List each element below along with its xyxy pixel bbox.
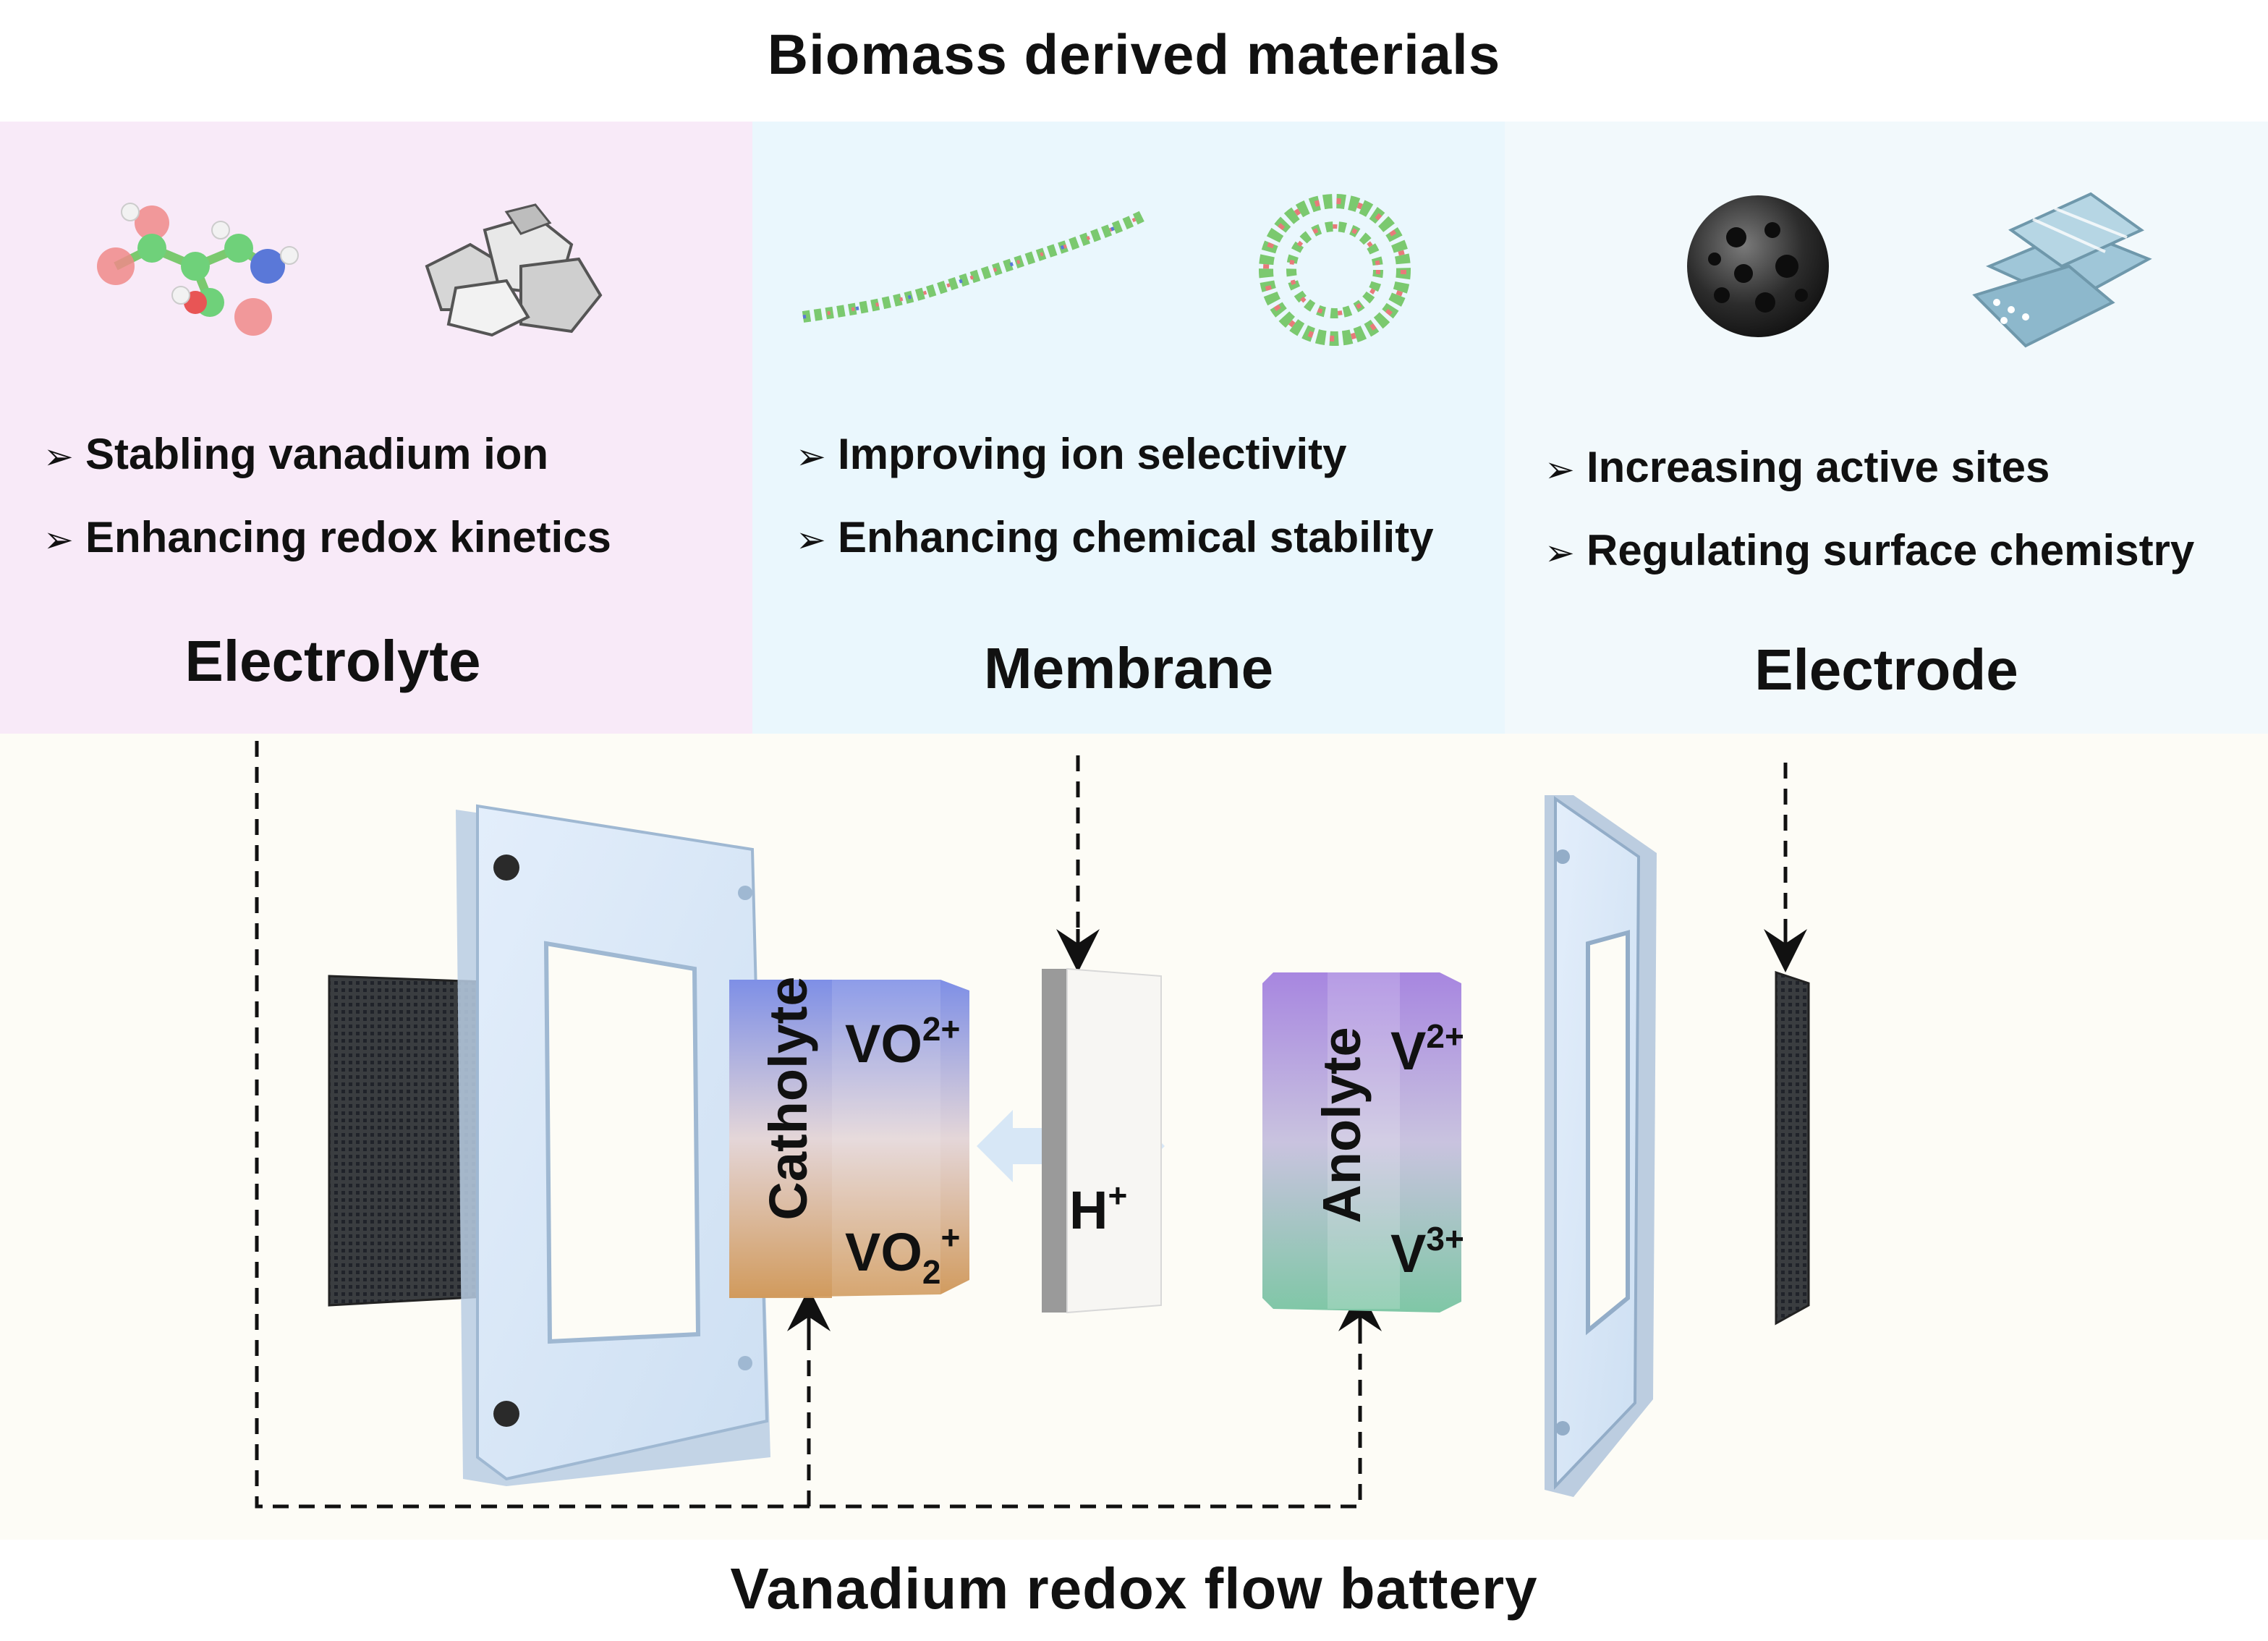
membrane-sheet	[1042, 967, 1162, 1314]
carbon-cloth-icon	[1972, 192, 2152, 348]
right-frame	[1545, 795, 1657, 1497]
v3plus-label: V3+	[1390, 1220, 1464, 1284]
electrode-panel: ➢Increasing active sites ➢Regulating sur…	[1505, 122, 2268, 734]
membrane-panel: ➢Improving ion selectivity ➢Enhancing ch…	[752, 122, 1505, 734]
cyclodextrin-ring-icon	[1259, 194, 1411, 346]
bullet-item: ➢Enhancing chemical stability	[796, 513, 1434, 561]
electrode-bullets: ➢Increasing active sites ➢Regulating sur…	[1545, 443, 2268, 574]
right-electrode-mesh	[1775, 970, 1810, 1326]
bullet-item: ➢Regulating surface chemistry	[1545, 526, 2195, 574]
electrolyte-heading: Electrolyte	[184, 629, 481, 693]
bullet-item: ➢Enhancing redox kinetics	[43, 513, 611, 561]
catholyte-label: Catholyte	[758, 976, 818, 1221]
flow-lines	[255, 741, 1362, 1509]
anolyte-label: Anolyte	[1312, 1027, 1372, 1224]
electrolyte-bullets: ➢Stabling vanadium ion ➢Enhancing redox …	[43, 430, 738, 561]
bullet-arrow-icon: ➢	[1545, 449, 1575, 490]
membrane-bullets: ➢Improving ion selectivity ➢Enhancing ch…	[796, 430, 1505, 561]
battery-diagram	[255, 741, 1810, 1509]
v2plus-label: V2+	[1390, 1017, 1464, 1081]
catholyte-block	[729, 980, 969, 1298]
membrane-heading: Membrane	[983, 636, 1274, 700]
anolyte-block	[1262, 972, 1461, 1313]
proton-label: H+	[1069, 1176, 1128, 1240]
bullet-arrow-icon: ➢	[43, 520, 74, 560]
porous-carbon-sphere-icon	[1687, 195, 1829, 337]
electrolyte-panel: ➢Stabling vanadium ion ➢Enhancing redox …	[0, 122, 752, 734]
battery-title: Vanadium redox flow battery	[730, 1556, 1538, 1621]
figure-title: Biomass derived materials	[767, 22, 1501, 86]
polymer-chain-icon	[802, 210, 1146, 323]
bullet-item: ➢Stabling vanadium ion	[43, 430, 549, 478]
vo2plus-top-label: VO2+	[845, 1010, 961, 1074]
amino-acid-molecule-icon	[97, 203, 299, 336]
bullet-arrow-icon: ➢	[43, 436, 74, 477]
electrode-heading: Electrode	[1754, 637, 2018, 702]
bullet-item: ➢Increasing active sites	[1545, 443, 2050, 491]
bullet-arrow-icon: ➢	[796, 436, 826, 477]
bullet-arrow-icon: ➢	[1545, 533, 1575, 573]
bullet-arrow-icon: ➢	[796, 520, 826, 560]
vo2-bottom-label: VO2+	[845, 1218, 961, 1291]
crystal-cluster-icon	[425, 203, 603, 337]
bullet-item: ➢Improving ion selectivity	[796, 430, 1347, 478]
left-frame	[456, 804, 770, 1486]
